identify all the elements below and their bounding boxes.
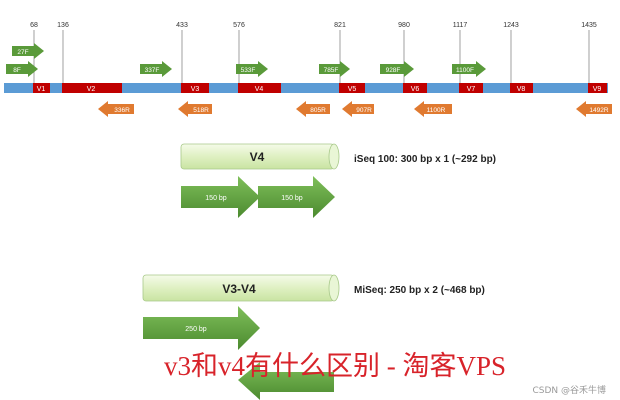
position-label: 821 [334, 22, 346, 29]
reverse-primer-arrow [576, 101, 612, 117]
position-label: 576 [233, 22, 245, 29]
variable-region [238, 83, 281, 93]
iseq-read-arrow [258, 176, 335, 218]
variable-region [339, 83, 365, 93]
forward-primer-label: 928F [386, 67, 401, 74]
iseq-arrow-label: 150 bp [205, 195, 227, 202]
forward-primer-arrow [140, 61, 172, 77]
reverse-primers: 336R 518R 805R 907R 1100R 1492R [98, 101, 612, 117]
reverse-primer-label: 1100R [427, 107, 446, 114]
reverse-primer-label: 518R [193, 107, 209, 114]
iseq-arrow-label: 150 bp [281, 195, 303, 202]
position-label: 433 [176, 22, 188, 29]
forward-primer-arrow [452, 61, 486, 77]
variable-region [62, 83, 122, 93]
position-markers: 68 136 433 576 821 980 1117 1243 1435 [30, 22, 597, 83]
region-label: V3 [191, 86, 200, 93]
conserved-backbone [4, 83, 608, 93]
forward-primer-arrow [319, 61, 350, 77]
reverse-primer-label: 336R [114, 107, 130, 114]
reverse-primer-arrow [178, 101, 212, 117]
region-label: V7 [467, 86, 476, 93]
forward-primer-arrow [236, 61, 268, 77]
miseq-arrow-label: 250 bp [185, 326, 207, 333]
region-label: V2 [87, 86, 96, 93]
forward-primer-label: 785F [324, 67, 339, 74]
variable-region [403, 83, 427, 93]
position-label: 980 [398, 22, 410, 29]
region-label: V8 [517, 86, 526, 93]
forward-primer-label: 27F [17, 49, 28, 56]
region-label: V4 [255, 86, 264, 93]
forward-primer-label: 533F [241, 67, 256, 74]
iseq-read-arrow [181, 176, 260, 218]
miseq-description: MiSeq: 250 bp x 2 (~468 bp) [354, 285, 485, 296]
variable-region [510, 83, 533, 93]
iseq-section: V4 iSeq 100: 300 bp x 1 (~292 bp) 150 bp… [180, 143, 496, 218]
forward-primer-label: 8F [13, 67, 21, 74]
region-label: V5 [348, 86, 357, 93]
overlay-caption: v3和v4有什么区别 - 淘客VPS [164, 351, 507, 381]
variable-region [588, 83, 607, 93]
forward-primer-arrow [380, 61, 414, 77]
variable-region [181, 83, 209, 93]
position-label: 1243 [503, 22, 519, 29]
forward-primer-arrow [12, 43, 44, 59]
reverse-primer-arrow [342, 101, 374, 117]
forward-primer-label: 337F [145, 67, 160, 74]
position-label: 1117 [453, 22, 468, 29]
forward-primer-label: 1100F [456, 67, 474, 74]
gene-bar: V1 V2 V3 V4 V5 V6 V7 V8 V9 [4, 83, 608, 93]
cylinder-cap [328, 143, 340, 170]
region-label: V6 [411, 86, 420, 93]
reverse-primer-arrow [414, 101, 452, 117]
variable-region [459, 83, 483, 93]
cylinder-cap [328, 274, 340, 302]
reverse-primer-arrow [98, 101, 134, 117]
reverse-primer-arrow [296, 101, 330, 117]
reverse-primer-label: 907R [356, 107, 372, 114]
forward-primer-arrow [6, 61, 38, 77]
miseq-section: V3-V4 MiSeq: 250 bp x 2 (~468 bp) 250 bp [142, 274, 485, 400]
position-label: 1435 [581, 22, 597, 29]
forward-primers: 27F 8F 337F 533F 785F 928F 1100F [6, 43, 486, 77]
miseq-read-label: V3-V4 [222, 282, 256, 296]
reverse-primer-label: 805R [310, 107, 326, 114]
iseq-read-label: V4 [250, 150, 265, 164]
iseq-description: iSeq 100: 300 bp x 1 (~292 bp) [354, 154, 496, 165]
position-label: 136 [57, 22, 69, 29]
miseq-read-arrow [143, 306, 260, 350]
reverse-primer-label: 1492R [589, 107, 608, 114]
position-label: 68 [30, 22, 38, 29]
region-label: V9 [593, 86, 602, 93]
miseq-reverse-read-arrow [238, 362, 334, 400]
variable-region [33, 83, 50, 93]
region-label: V1 [37, 86, 46, 93]
watermark: CSDN @谷禾牛博 [532, 386, 606, 396]
